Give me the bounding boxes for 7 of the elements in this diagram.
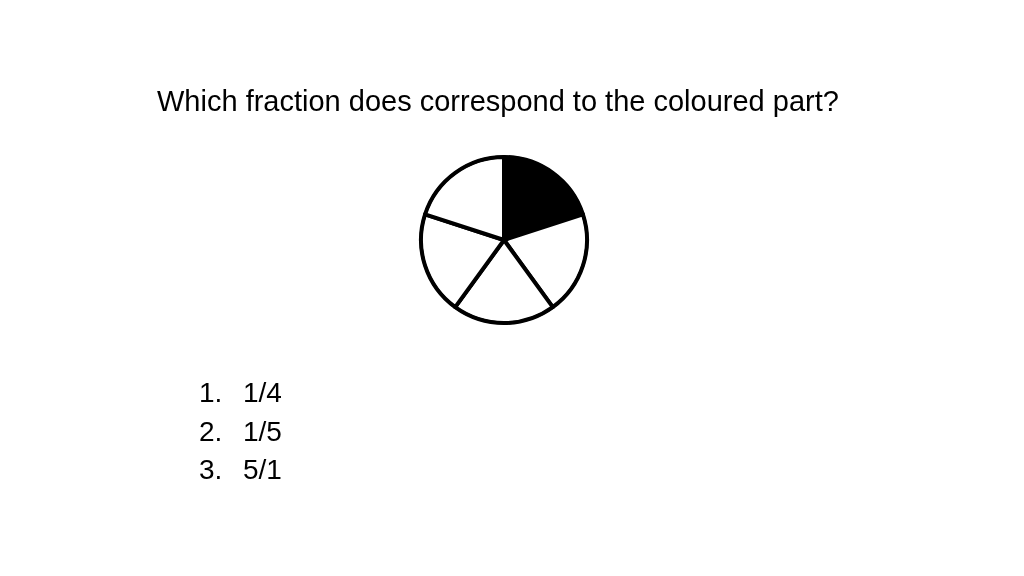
- answer-option: 1/4: [243, 376, 282, 410]
- list-number: 2.: [199, 415, 223, 449]
- list-number: 3.: [199, 453, 223, 487]
- answer-option: 1/5: [243, 415, 282, 449]
- list-number: 1.: [199, 376, 223, 410]
- question-heading: Which fraction does correspond to the coloured part?: [157, 84, 839, 118]
- answer-option: 5/1: [243, 453, 282, 487]
